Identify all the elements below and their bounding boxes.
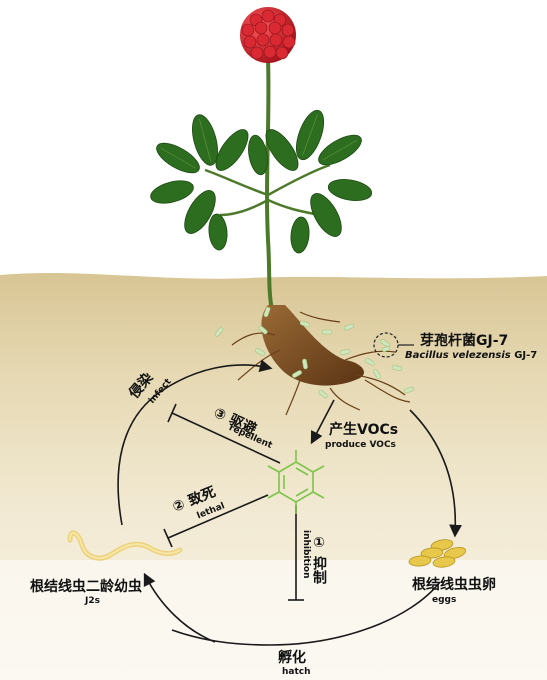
bacteria-icon [373,332,414,358]
ginseng-root [231,305,411,416]
bacteria-name-en: Bacillus velezensis GJ-7 [405,351,537,361]
j2-zh: 根结线虫二龄幼虫 [30,579,142,595]
inhibition-line [288,505,304,601]
lethal-line [163,494,269,548]
inhibition-zh: 抑制 [311,556,327,584]
produce-vocs-zh: 产生VOCs [329,422,399,438]
arrow-root-to-eggs [409,409,462,538]
nematode-eggs-icon [408,539,467,568]
bacteria-name-zh: 芽孢杆菌GJ-7 [420,333,509,349]
bacteria-cloud [214,306,415,399]
arrow-eggs-to-hatch [171,581,441,646]
produce-vocs-en: produce VOCs [325,440,396,450]
repellent-line [167,403,281,464]
voc-molecule-icon [267,450,325,514]
inhibition-en: inhibition [301,530,311,579]
ginseng-plant [150,7,411,416]
berry-cluster [240,7,296,63]
arrow-hatch-to-j2 [143,572,216,643]
hatch-zh: 孵化 [278,650,306,666]
hatch-en: hatch [282,667,311,677]
arrow-j2-to-root [117,359,273,526]
inhibition-number: ① [311,535,327,551]
arrow-produce-vocs [310,399,335,445]
life-cycle-arrows [117,359,462,646]
bacteria-strain: GJ-7 [514,350,538,361]
bacteria-species: Bacillus velezensis [405,350,511,361]
soil-fade [0,560,547,680]
nematode-larva-icon [67,530,183,561]
j2-en: J2s [85,596,100,606]
eggs-en: eggs [432,595,457,605]
eggs-zh: 根结线虫虫卵 [412,577,496,593]
